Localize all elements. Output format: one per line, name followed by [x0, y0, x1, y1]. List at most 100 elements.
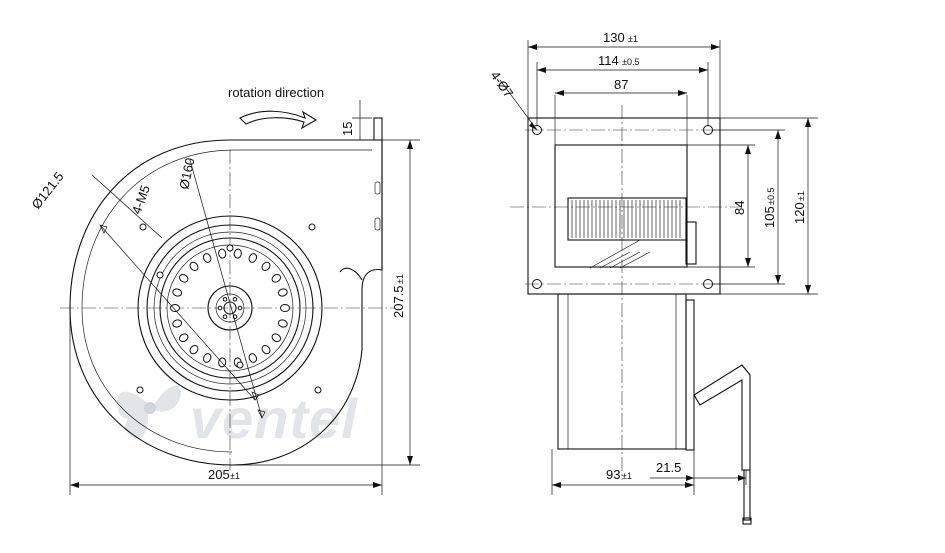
cable-clamp	[693, 364, 751, 471]
arrowhead-icon	[537, 67, 546, 73]
mount-hole-icon	[236, 361, 244, 369]
vent-hole-icon	[277, 288, 288, 297]
scroll-housing	[69, 139, 383, 466]
impeller-hatch	[599, 251, 651, 269]
vent-hole-icon	[178, 333, 189, 343]
depth-tol: ±1	[622, 471, 632, 481]
impeller-ring	[159, 237, 301, 379]
hub-holes	[217, 297, 243, 320]
d160-leader	[189, 159, 263, 419]
vent-hole-icon	[203, 253, 212, 263]
hole-vspacing-tol: ±0.5	[766, 188, 776, 205]
vent-hole-icon	[271, 333, 282, 343]
vent-hole-icon	[248, 253, 257, 263]
vent-hole-icon	[218, 248, 227, 259]
outlet-width-tol: ±1	[628, 34, 638, 44]
depth-label: 93	[606, 467, 620, 482]
inlet-ring-inner	[153, 231, 307, 385]
d-inlet-label: Ø121.5	[29, 169, 67, 212]
vent-hole-icon	[172, 319, 183, 328]
impeller-side	[567, 197, 687, 241]
outlet-width-label: 130	[603, 30, 625, 45]
watermark: ventel	[117, 385, 358, 450]
hub-hole-icon	[217, 305, 223, 311]
arrowhead-icon	[251, 391, 260, 401]
outlet-height-label: 84	[732, 201, 747, 215]
outlet-flange-top	[373, 117, 383, 141]
hub-mid	[215, 293, 245, 323]
impeller-blades	[571, 200, 681, 238]
hub-hole-icon	[232, 297, 238, 302]
outlet-inner-label: 87	[614, 77, 628, 92]
arrowhead-icon	[373, 482, 382, 488]
arrowhead-icon	[805, 118, 811, 127]
flange-height-dimension: 120 ±1	[792, 191, 807, 224]
arrowhead-icon	[407, 140, 413, 149]
mount-hole-icon	[226, 244, 234, 252]
scroll-inner-line	[81, 149, 372, 453]
shaft	[223, 301, 237, 315]
arrowhead-icon	[775, 130, 781, 139]
arrowhead-icon	[257, 409, 266, 419]
vent-hole-icon	[189, 261, 199, 272]
motor-flange	[685, 299, 695, 451]
arrowhead-icon	[555, 90, 564, 96]
d121-leader	[99, 224, 256, 401]
top-offset-label: 15	[340, 122, 355, 136]
motor-offset-label: 21.5	[656, 460, 681, 475]
mount-hole-icon	[139, 223, 147, 231]
thread-label: 4-M5	[129, 183, 153, 216]
flange-height-tol: ±1	[796, 191, 806, 201]
arrowhead-icon	[678, 90, 687, 96]
hub-hole-icon	[222, 314, 228, 320]
flange-hole-leader	[499, 79, 538, 131]
flange-slot	[374, 217, 381, 231]
hole-vspacing-label: 105	[762, 206, 777, 228]
fan-blade-logo-icon	[117, 385, 181, 439]
vent-hole-icon	[280, 304, 290, 312]
hole-spacing-label: 114	[598, 53, 619, 68]
arrowhead-icon	[686, 475, 694, 481]
mount-hole-icon	[156, 271, 164, 279]
outer-ring	[137, 215, 323, 401]
vent-hole-icon	[261, 261, 271, 272]
flange-holes-label: 4-Ø7	[488, 68, 517, 100]
inlet-ring	[146, 224, 314, 392]
vent-hole-icon	[271, 273, 282, 283]
arrowhead-icon	[552, 482, 561, 488]
arrowhead-icon	[775, 275, 781, 284]
width-tol: ±1	[230, 471, 240, 481]
arrowhead-icon	[699, 67, 708, 73]
hub-outer	[207, 285, 253, 331]
arrowhead-icon	[99, 224, 108, 234]
cable-end	[742, 517, 752, 525]
arrowhead-icon	[70, 482, 79, 488]
mount-hole-icon	[314, 386, 322, 394]
outlet-opening	[554, 144, 688, 268]
vent-hole-icon	[203, 353, 212, 363]
hub-hole-icon	[237, 305, 243, 311]
d-bolt-circle-label: Ø160	[176, 156, 197, 190]
arrowhead-icon	[685, 482, 694, 488]
motor-cap	[685, 221, 697, 265]
watermark-text: ventel	[190, 387, 358, 450]
height-label: 207.5	[391, 285, 406, 318]
hole-vspacing-dimension: 105 ±0.5	[762, 188, 777, 228]
arrowhead-icon	[745, 258, 751, 267]
vent-hole-icon	[233, 248, 242, 259]
arrowhead-icon	[805, 285, 811, 294]
arrowhead-icon	[745, 145, 751, 154]
vent-hole-icon	[277, 319, 288, 328]
vent-hole-icon	[170, 304, 180, 312]
mount-hole-icon	[308, 223, 316, 231]
side-view: 4-Ø7 130 ±1 114 ±0.5 87 84	[488, 30, 818, 525]
arrowhead-icon	[738, 475, 746, 481]
scroll-tongue	[339, 267, 363, 281]
arrowhead-icon	[407, 456, 413, 465]
width-label: 205	[208, 467, 230, 482]
mount-hole-icon	[136, 386, 144, 394]
rotation-arrow-icon	[239, 110, 318, 130]
cable	[743, 469, 751, 521]
vent-hole-icon	[172, 288, 183, 297]
